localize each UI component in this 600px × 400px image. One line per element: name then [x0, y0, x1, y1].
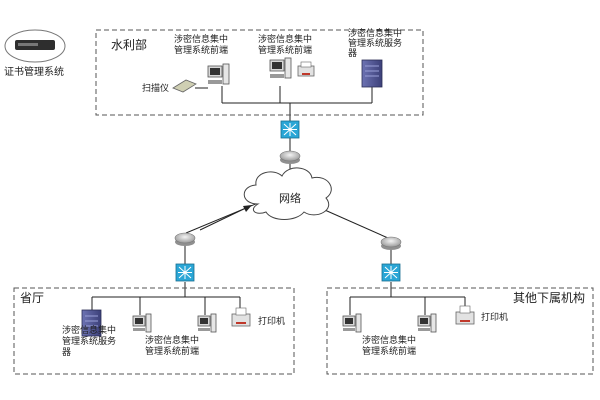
- computer-icon: [132, 313, 152, 333]
- printer-icon: [455, 305, 475, 325]
- ministry-server-label: 涉密信息集中 管理系统服务 器: [348, 27, 405, 59]
- scanner-icon: [172, 79, 197, 93]
- ministry-frontend-2-label: 涉密信息集中 管理系统前端: [258, 33, 315, 56]
- printer-icon: [297, 61, 315, 77]
- cert-system-label: 证书管理系统: [4, 65, 64, 78]
- cert-system-node: 证书管理系统: [4, 29, 66, 78]
- ministry-router-icon: [279, 150, 301, 164]
- other-router-icon: [380, 236, 402, 250]
- server-icon: [361, 59, 383, 88]
- province-title: 省厅: [20, 291, 44, 305]
- ministry-box: 水利部 涉密信息集中 管理系统前端 扫描仪 涉密信息集中 管理系统前端: [95, 27, 424, 116]
- computer-icon: [342, 313, 362, 333]
- ministry-switch-icon: [280, 120, 300, 139]
- scanner-label: 扫描仪: [142, 82, 169, 94]
- computer-icon: [207, 63, 230, 85]
- other-switch-icon: [381, 263, 401, 282]
- province-switch-icon: [175, 263, 195, 282]
- province-frontend-label: 涉密信息集中 管理系统前端: [145, 334, 202, 357]
- ministry-title: 水利部: [111, 37, 147, 52]
- ministry-frontend-1-label: 涉密信息集中 管理系统前端: [174, 33, 231, 56]
- province-router-icon: [174, 232, 196, 246]
- printer-icon: [231, 307, 251, 327]
- server-icon: [81, 309, 102, 337]
- network-label: 网络: [279, 191, 301, 205]
- other-units-box: 其他下属机构 涉密信息集中 管理系统前端 打印机: [326, 287, 594, 375]
- link-cloud-other: [317, 206, 389, 239]
- other-printer-label: 打印机: [481, 311, 508, 323]
- computer-icon: [417, 313, 437, 333]
- network-cloud: 网络: [243, 167, 332, 220]
- province-box: 省厅 涉密信息集中 管理系统服务 器 涉密信息集中 管理系统前端: [13, 287, 295, 375]
- province-printer-label: 打印机: [258, 315, 285, 327]
- computer-icon: [197, 313, 217, 333]
- flow-arrow: [199, 205, 252, 231]
- computer-icon: [269, 57, 292, 79]
- other-units-title: 其他下属机构: [513, 290, 585, 305]
- province-server-label: 涉密信息集中 管理系统服务 器: [62, 324, 119, 358]
- other-frontend-label: 涉密信息集中 管理系统前端: [362, 334, 419, 357]
